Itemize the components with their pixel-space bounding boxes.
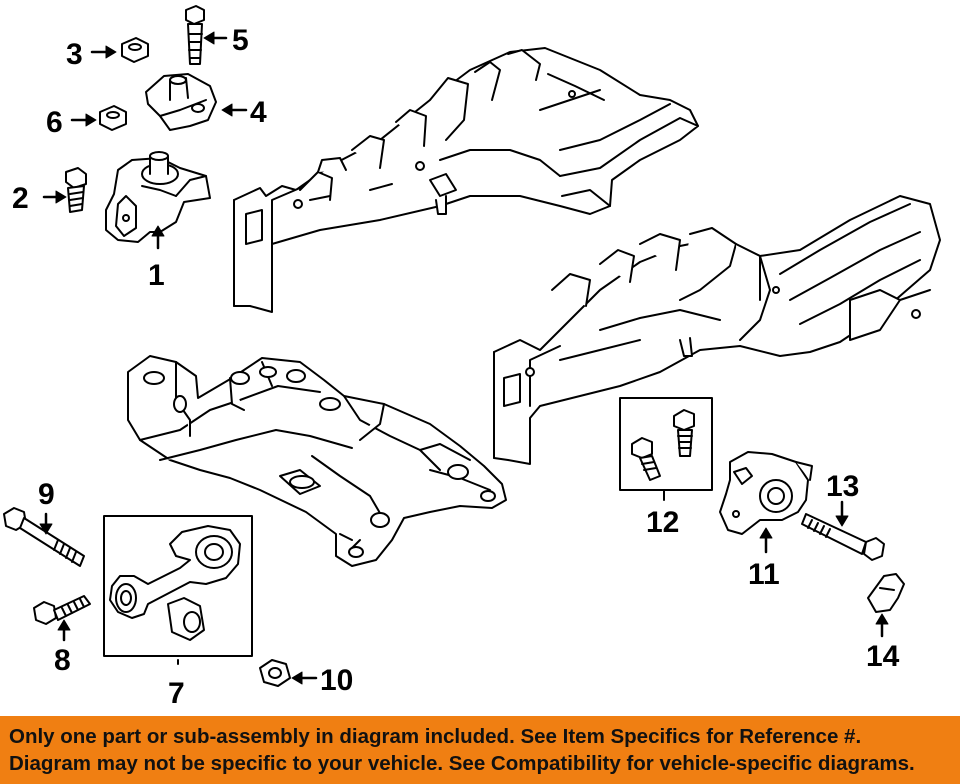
callout-11: 11 [748,558,780,591]
disclaimer-line-2: Diagram may not be specific to your vehi… [9,752,915,775]
disclaimer-banner: Only one part or sub-assembly in diagram… [0,716,960,784]
callout-8: 8 [54,644,71,677]
front-subframe [127,355,507,567]
engine-mount-diagram: 1 2 3 4 5 6 7 8 9 10 11 12 13 14 [3,5,941,710]
callout-4: 4 [250,96,267,129]
nut-part-6 [99,105,127,131]
nut-part-10 [259,659,291,687]
callout-labels: 1 2 3 4 5 6 7 8 9 10 11 12 13 14 [12,24,900,710]
callout-1: 1 [148,259,165,292]
leader-arrows [39,31,889,685]
bolt-part-9 [3,507,85,567]
callout-10: 10 [320,664,353,697]
callout-5: 5 [232,24,249,57]
transmission-mount-part-11 [719,451,813,535]
bracket-part-4 [145,73,217,131]
bolts-part-12 [619,397,713,491]
callout-7: 7 [168,677,185,710]
nut-part-3 [121,37,149,63]
callout-6: 6 [46,106,63,139]
bolt-part-8 [33,595,91,625]
engine-mount-part-1 [105,151,211,243]
callout-13: 13 [826,470,859,503]
left-frame-rail [233,47,699,313]
bolt-part-2 [65,167,87,213]
callout-12: 12 [646,506,679,539]
right-frame-rail [493,195,941,465]
bolt-part-13 [801,513,885,561]
clip-part-14 [867,573,905,613]
callout-2: 2 [12,182,29,215]
disclaimer-line-1: Only one part or sub-assembly in diagram… [9,725,862,748]
callout-14: 14 [866,640,900,673]
callout-9: 9 [38,478,55,511]
torque-rod-part-7 [103,515,253,657]
bolt-part-5 [185,5,205,65]
callout-3: 3 [66,38,83,71]
